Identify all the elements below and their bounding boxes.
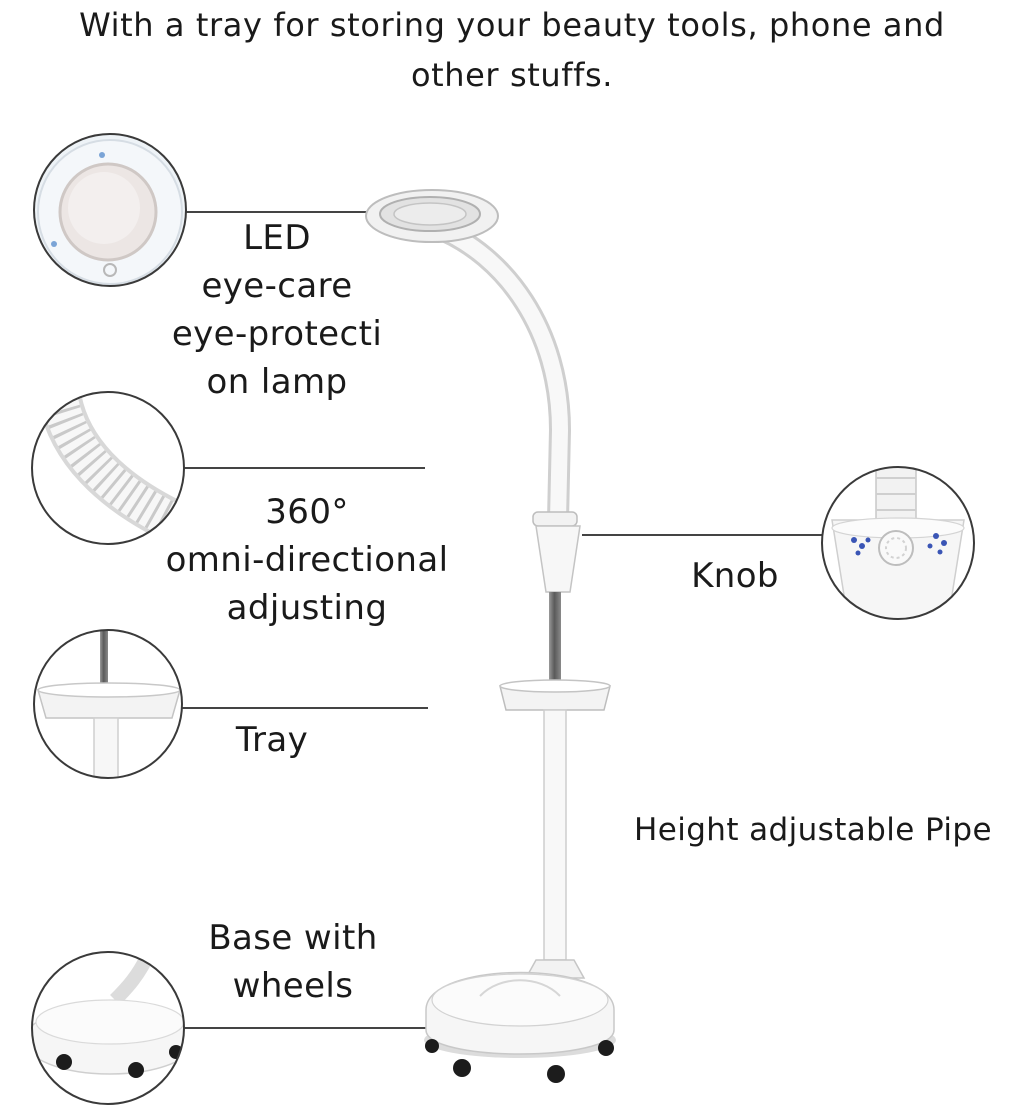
label-line: eye-care — [201, 266, 353, 306]
label-line: Base with — [208, 918, 378, 958]
label-knob: Knob — [676, 552, 794, 600]
knob-icon — [878, 530, 914, 566]
label-line: adjusting — [226, 588, 388, 628]
chrome-pipe — [549, 592, 561, 687]
label-led-lamp: LED eye-care eye-protecti on lamp — [120, 214, 434, 406]
detail-circle-lamp — [33, 133, 187, 287]
detail-circle-base — [31, 951, 185, 1105]
detail-circle-tray — [33, 629, 183, 779]
knob-housing — [532, 511, 581, 593]
label-omni-directional: 360° omni-directional adjusting — [140, 488, 474, 632]
detail-circle-hose — [31, 391, 185, 545]
label-line: eye-protecti — [171, 314, 383, 354]
lamp-head — [365, 189, 499, 243]
header-line-1: With a tray for storing your beauty tool… — [79, 6, 945, 44]
wheel — [547, 1065, 565, 1083]
detail-circle-knob — [821, 466, 975, 620]
wheel — [425, 1039, 439, 1053]
wheel — [598, 1040, 614, 1056]
label-line: Height adjustable Pipe — [634, 812, 992, 848]
label-line: omni-directional — [165, 540, 449, 580]
label-base-with-wheels: Base with wheels — [188, 914, 398, 1010]
label-line: LED — [243, 218, 311, 258]
wheel — [453, 1059, 471, 1077]
leader-lines — [182, 211, 822, 1029]
tray — [499, 679, 611, 711]
label-tray: Tray — [222, 716, 322, 764]
label-height-adjustable-pipe: Height adjustable Pipe — [604, 806, 1022, 854]
label-line: Knob — [691, 556, 779, 596]
height-adjustable-pipe — [543, 709, 567, 961]
header-caption: With a tray for storing your beauty tool… — [0, 0, 1024, 100]
label-line: wheels — [232, 966, 354, 1006]
wheeled-base — [424, 971, 616, 1083]
lamp-stand-product — [365, 189, 616, 1083]
label-line: on lamp — [206, 362, 348, 402]
label-line: 360° — [265, 492, 349, 532]
label-line: Tray — [235, 720, 309, 760]
header-line-2: other stuffs. — [410, 56, 614, 94]
